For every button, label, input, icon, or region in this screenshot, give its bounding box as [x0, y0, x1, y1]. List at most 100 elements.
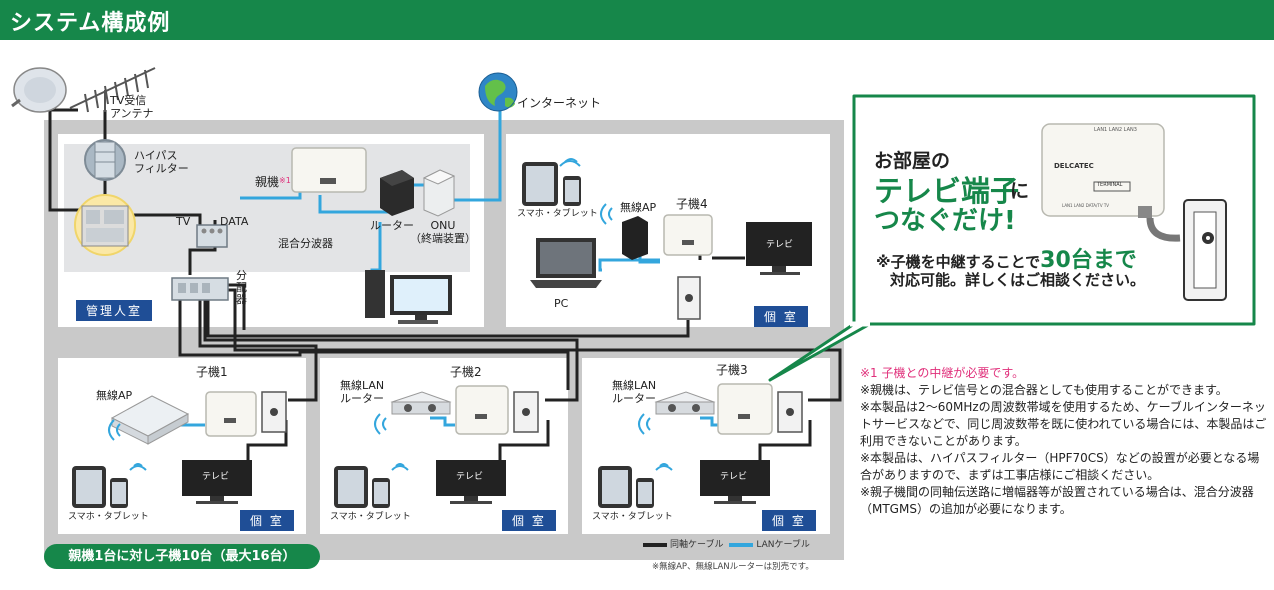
sold-separately-note: ※無線AP、無線LANルーターは別売です。: [652, 562, 814, 572]
room4-label: 個 室: [754, 306, 808, 327]
wireless-ap-label: 無線AP: [96, 389, 133, 402]
coax-swatch: [643, 542, 667, 547]
note-item: ※本製品は、ハイパスフィルター（HPF70CS）などの設置が必要となる場合があり…: [860, 451, 1260, 482]
tablet-icon: [598, 466, 632, 508]
wall-outlet-icon: [513, 391, 539, 433]
callout-heading-line1: お部屋の: [874, 150, 951, 172]
smartphone-tablet-label: スマホ・タブレット: [68, 512, 149, 522]
booster-icon: [74, 194, 136, 256]
tv-antenna-label: TV受信 アンテナ: [110, 94, 154, 120]
child4-label: 子機4: [676, 197, 708, 211]
smartphone-icon: [636, 478, 654, 508]
tv-set-icon: [700, 460, 770, 504]
lan-swatch: [729, 542, 754, 547]
child-unit-illustration: [1041, 123, 1165, 218]
wall-plate-illustration: [1146, 199, 1227, 301]
router-icon: [380, 170, 414, 216]
data-port-label: DATA: [220, 215, 249, 228]
tv-set-icon: [746, 222, 812, 275]
note-item: ※親機は、テレビ信号との混合器としても使用することができます。: [860, 383, 1228, 397]
page-title: システム構成例: [10, 11, 171, 36]
wireless-ap-label: 無線AP: [620, 201, 657, 214]
router-label: ルーター: [370, 219, 414, 232]
device-port-labels-top: LAN1 LAN2 LAN3: [1094, 127, 1137, 133]
callout-heading-particle: に: [1010, 180, 1030, 202]
parent-unit-icon: [291, 147, 367, 193]
notes-list: ※1 子機との中継が必要です。 ※親機は、テレビ信号との混合器としても使用するこ…: [860, 365, 1270, 518]
highpass-filter-label: ハイパス フィルター: [134, 149, 189, 175]
capacity-badge: 親機1台に対し子機10台（最大16台）: [44, 544, 320, 569]
tablet-icon: [72, 466, 106, 508]
wireless-lan-router-icon: [390, 391, 452, 415]
relay-count: 30台まで: [1040, 248, 1137, 273]
smartphone-tablet-label: スマホ・タブレット: [592, 512, 673, 522]
wireless-ap-icon: [110, 395, 190, 445]
wifi-icon: [108, 203, 673, 471]
tv-screen-label: テレビ: [202, 472, 230, 482]
callout-heading-line2: テレビ端子: [874, 174, 1020, 208]
note-item: ※本製品は2〜60MHzの周波数帯域を使用するため、ケーブルインターネットサービ…: [860, 400, 1267, 448]
tv-screen-label: テレビ: [720, 472, 748, 482]
tv-set-icon: [182, 460, 252, 504]
pc-label: PC: [554, 297, 569, 310]
mixer-icon: [196, 224, 228, 248]
room3-label: 個 室: [762, 510, 816, 531]
relay-prefix: ※子機を中継することで: [876, 253, 1041, 271]
child3-label: 子機3: [716, 363, 748, 377]
tv-antenna-icon: [69, 67, 156, 113]
highpass-filter-icon: [84, 139, 126, 181]
smartphone-icon: [110, 478, 128, 508]
wireless-lan-router-label: 無線LAN ルーター: [340, 379, 385, 405]
tablet-icon: [522, 162, 558, 206]
smartphone-icon: [563, 176, 581, 206]
onu-icon: [422, 169, 456, 217]
device-port-labels-bottom: LAN1 LAN2 DATA/TV TV: [1062, 203, 1110, 208]
cable-legend: 同軸ケーブル LANケーブル: [640, 537, 810, 550]
child2-label: 子機2: [450, 365, 482, 379]
child2-unit-icon: [455, 385, 509, 435]
device-badge: TERMINAL: [1097, 182, 1123, 188]
wireless-lan-router-icon: [654, 391, 716, 415]
wall-outlet-icon: [261, 391, 287, 433]
tv-set-icon: [436, 460, 506, 504]
wifi-icon: [559, 158, 581, 167]
wall-outlet-icon: [777, 391, 803, 433]
device-brand: DELCATEC: [1054, 162, 1094, 170]
header-bar: システム構成例: [0, 0, 1274, 40]
wireless-ap-icon: [622, 216, 648, 260]
admin-room-label: 管理人室: [76, 300, 153, 321]
room1-label: 個 室: [240, 510, 294, 531]
laptop-icon: [530, 238, 602, 288]
room2-label: 個 室: [502, 510, 556, 531]
child4-unit-icon: [663, 214, 713, 256]
satellite-dish-icon: [11, 67, 67, 113]
tv-screen-label: テレビ: [456, 472, 484, 482]
child1-label: 子機1: [196, 365, 228, 379]
mixer-label: 混合分波器: [278, 237, 333, 250]
coax-legend-label: 同軸ケーブル: [670, 540, 724, 550]
splitter-label: 分 配 器: [236, 269, 247, 307]
parent-label: 親機※1: [255, 175, 291, 189]
relay-note: ※子機を中継することで30台まで 対応可能。詳しくはご相談ください。: [876, 250, 1176, 290]
smartphone-tablet-label: スマホ・タブレット: [330, 512, 411, 522]
note-item: ※親子機間の同軸伝送路に増幅器等が設置されている場合は、混合分波器（MTGMS）…: [860, 485, 1254, 516]
tv-screen-label: テレビ: [766, 240, 794, 250]
onu-label: ONU （終端装置）: [410, 219, 476, 245]
wireless-lan-router-label: 無線LAN ルーター: [612, 379, 657, 405]
smartphone-icon: [372, 478, 390, 508]
callout-heading-line3: つなぐだけ!: [874, 206, 1016, 236]
tablet-icon: [334, 466, 368, 508]
internet-label: インターネット: [517, 96, 602, 110]
child1-unit-icon: [205, 391, 257, 437]
child3-unit-icon: [717, 383, 773, 435]
wall-outlet-icon: [677, 276, 701, 320]
note-item: ※1 子機との中継が必要です。: [860, 366, 1025, 380]
lan-legend-label: LANケーブル: [756, 540, 810, 550]
relay-suffix: 対応可能。詳しくはご相談ください。: [890, 271, 1146, 289]
splitter-icon: [171, 277, 229, 301]
smartphone-tablet-label: スマホ・タブレット: [517, 209, 598, 219]
globe-icon: [478, 72, 518, 112]
tv-port-label: TV: [176, 215, 191, 228]
